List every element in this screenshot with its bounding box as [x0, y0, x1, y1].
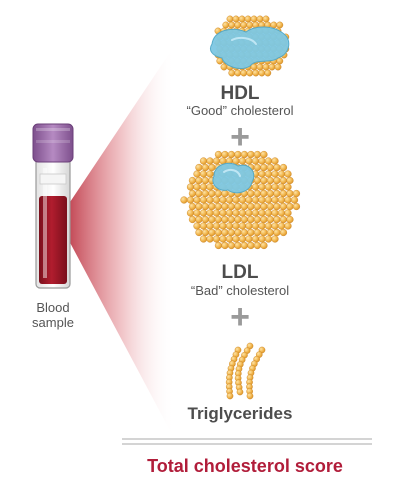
total-cholesterol-score: Total cholesterol score — [147, 456, 343, 476]
ldl-particle-icon — [180, 150, 301, 250]
blood-label-line1: Blood — [36, 300, 70, 315]
hdl-title: HDL — [220, 83, 260, 104]
magnification-cone — [58, 45, 175, 440]
hdl-description: “Good” cholesterol — [186, 103, 294, 118]
triglycerides-title: Triglycerides — [187, 404, 293, 423]
blood-label-line2: sample — [32, 315, 74, 330]
blood-tube-icon — [32, 123, 74, 289]
blood-sample-label: Blood sample — [18, 300, 88, 330]
plus-sign-2: + — [230, 298, 250, 336]
ldl-title: LDL — [221, 262, 259, 283]
plus-sign-1: + — [230, 118, 250, 156]
hdl-particle-icon — [209, 15, 290, 77]
triglyceride-chains-icon — [225, 342, 266, 400]
ldl-description: “Bad” cholesterol — [190, 283, 290, 298]
